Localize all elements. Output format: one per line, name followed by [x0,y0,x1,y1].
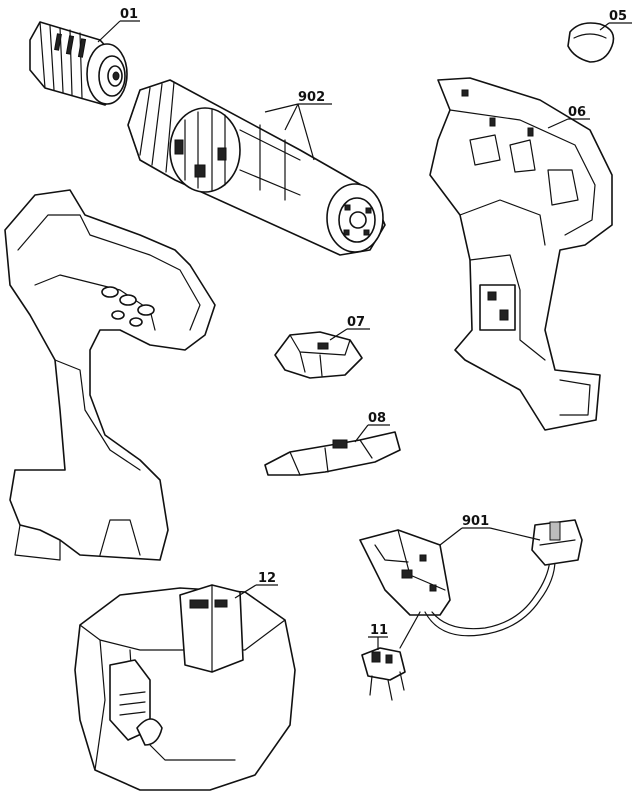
part-switch [359,519,583,649]
callout-901: 901 [439,514,541,546]
label-12: 12 [258,571,276,586]
callout-05: 05 [599,9,632,31]
label-902: 902 [298,90,325,105]
part-terminal [361,647,406,701]
part-switch-piece [274,331,363,379]
part-slider [264,431,401,476]
callout-06: 06 [547,105,590,129]
callout-07: 07 [329,315,370,341]
part-cap [567,22,615,63]
part-housing-right [429,77,613,431]
callout-12: 12 [234,571,278,599]
label-01: 01 [120,7,138,22]
label-901: 901 [462,514,489,529]
part-chuck [29,21,128,106]
label-08: 08 [368,411,386,426]
callout-01: 01 [97,7,140,43]
callout-08: 08 [354,411,390,443]
part-battery [74,584,296,791]
part-housing-left [4,189,216,561]
callout-11: 11 [368,623,388,650]
label-05: 05 [609,9,627,24]
callout-902: 902 [264,90,332,161]
label-11: 11 [370,623,388,638]
label-07: 07 [347,315,365,330]
label-06: 06 [568,105,586,120]
part-gearbox [127,79,386,256]
